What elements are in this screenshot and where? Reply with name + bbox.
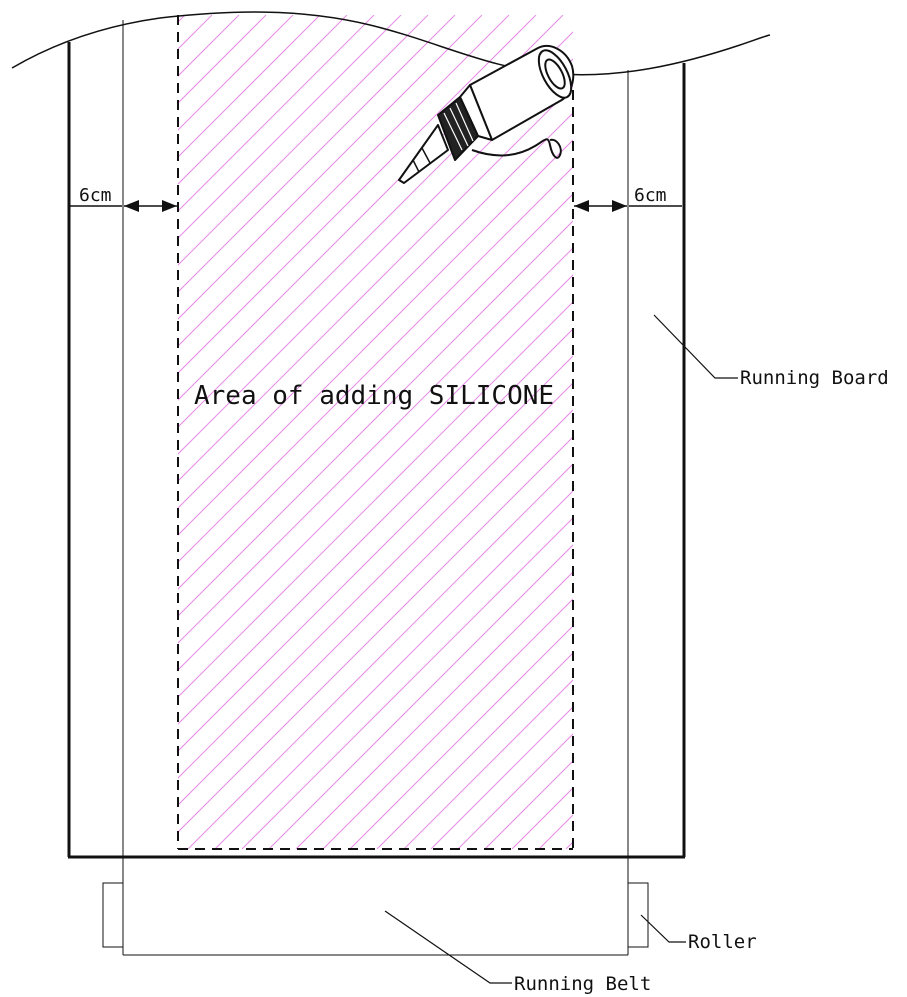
hatch-line — [178, 15, 240, 77]
hatch-line — [268, 544, 573, 849]
hatch-line — [178, 193, 573, 590]
hatch-line — [241, 517, 573, 849]
hatch-line — [178, 15, 186, 23]
hatch-line — [178, 15, 483, 320]
hatch-line — [403, 679, 573, 849]
running-board-leader — [653, 314, 738, 379]
hatch-line — [178, 15, 321, 158]
hatch-line — [349, 625, 573, 849]
hatch-line — [178, 15, 213, 50]
hatch-line — [178, 166, 573, 563]
roller-right-cap — [627, 882, 649, 948]
running-belt — [122, 20, 629, 956]
hatch-line — [178, 301, 573, 698]
hatch-line — [178, 15, 267, 104]
hatch-line — [178, 112, 573, 509]
cut-line — [11, 11, 771, 76]
silicone-area-boundary — [177, 15, 574, 850]
running-belt-label: Running Belt — [514, 973, 651, 995]
hatch-line — [178, 15, 537, 374]
silicone-area-hatch — [0, 15, 573, 849]
leader-lines — [384, 314, 738, 984]
area-label: Area of adding SILICONE — [194, 381, 554, 411]
hatch-line — [178, 247, 573, 644]
running-belt-leader — [384, 910, 512, 984]
hatch-line — [538, 814, 573, 849]
hatch-line — [178, 436, 573, 833]
hatch-line — [178, 328, 573, 725]
hatch-line — [0, 15, 158, 849]
hatch-line — [178, 382, 573, 779]
hatch-line — [178, 15, 375, 212]
hatch-line — [178, 274, 573, 671]
hatch-line — [511, 787, 573, 849]
running-board-label: Running Board — [740, 367, 889, 389]
hatch-line — [178, 58, 573, 455]
silicone-oil-bottle-icon — [398, 45, 575, 184]
roller-label: Roller — [688, 931, 757, 953]
hatch-line — [178, 15, 402, 239]
dimension-left-label: 6cm — [79, 185, 112, 206]
hatch-line — [178, 355, 573, 752]
running-board — [67, 42, 686, 859]
hatch-line — [178, 15, 348, 185]
hatch-line — [214, 490, 573, 849]
hatch-line — [178, 409, 573, 806]
dimension-right-label: 6cm — [634, 185, 667, 206]
roller-left-cap — [102, 882, 124, 948]
hatch-line — [565, 841, 573, 849]
hatch-line — [430, 706, 573, 849]
hatch-line — [178, 220, 573, 617]
hatch-line — [178, 15, 456, 293]
hatch-line — [178, 15, 510, 347]
hatch-line — [178, 31, 573, 428]
roller — [102, 882, 649, 948]
hatch-line — [376, 652, 573, 849]
hatch-line — [187, 463, 573, 849]
roller-leader — [640, 914, 686, 943]
hatch-line — [322, 598, 573, 849]
hatch-line — [178, 85, 573, 482]
hatch-line — [178, 15, 429, 266]
hatch-line — [295, 571, 573, 849]
hatch-line — [178, 139, 573, 536]
